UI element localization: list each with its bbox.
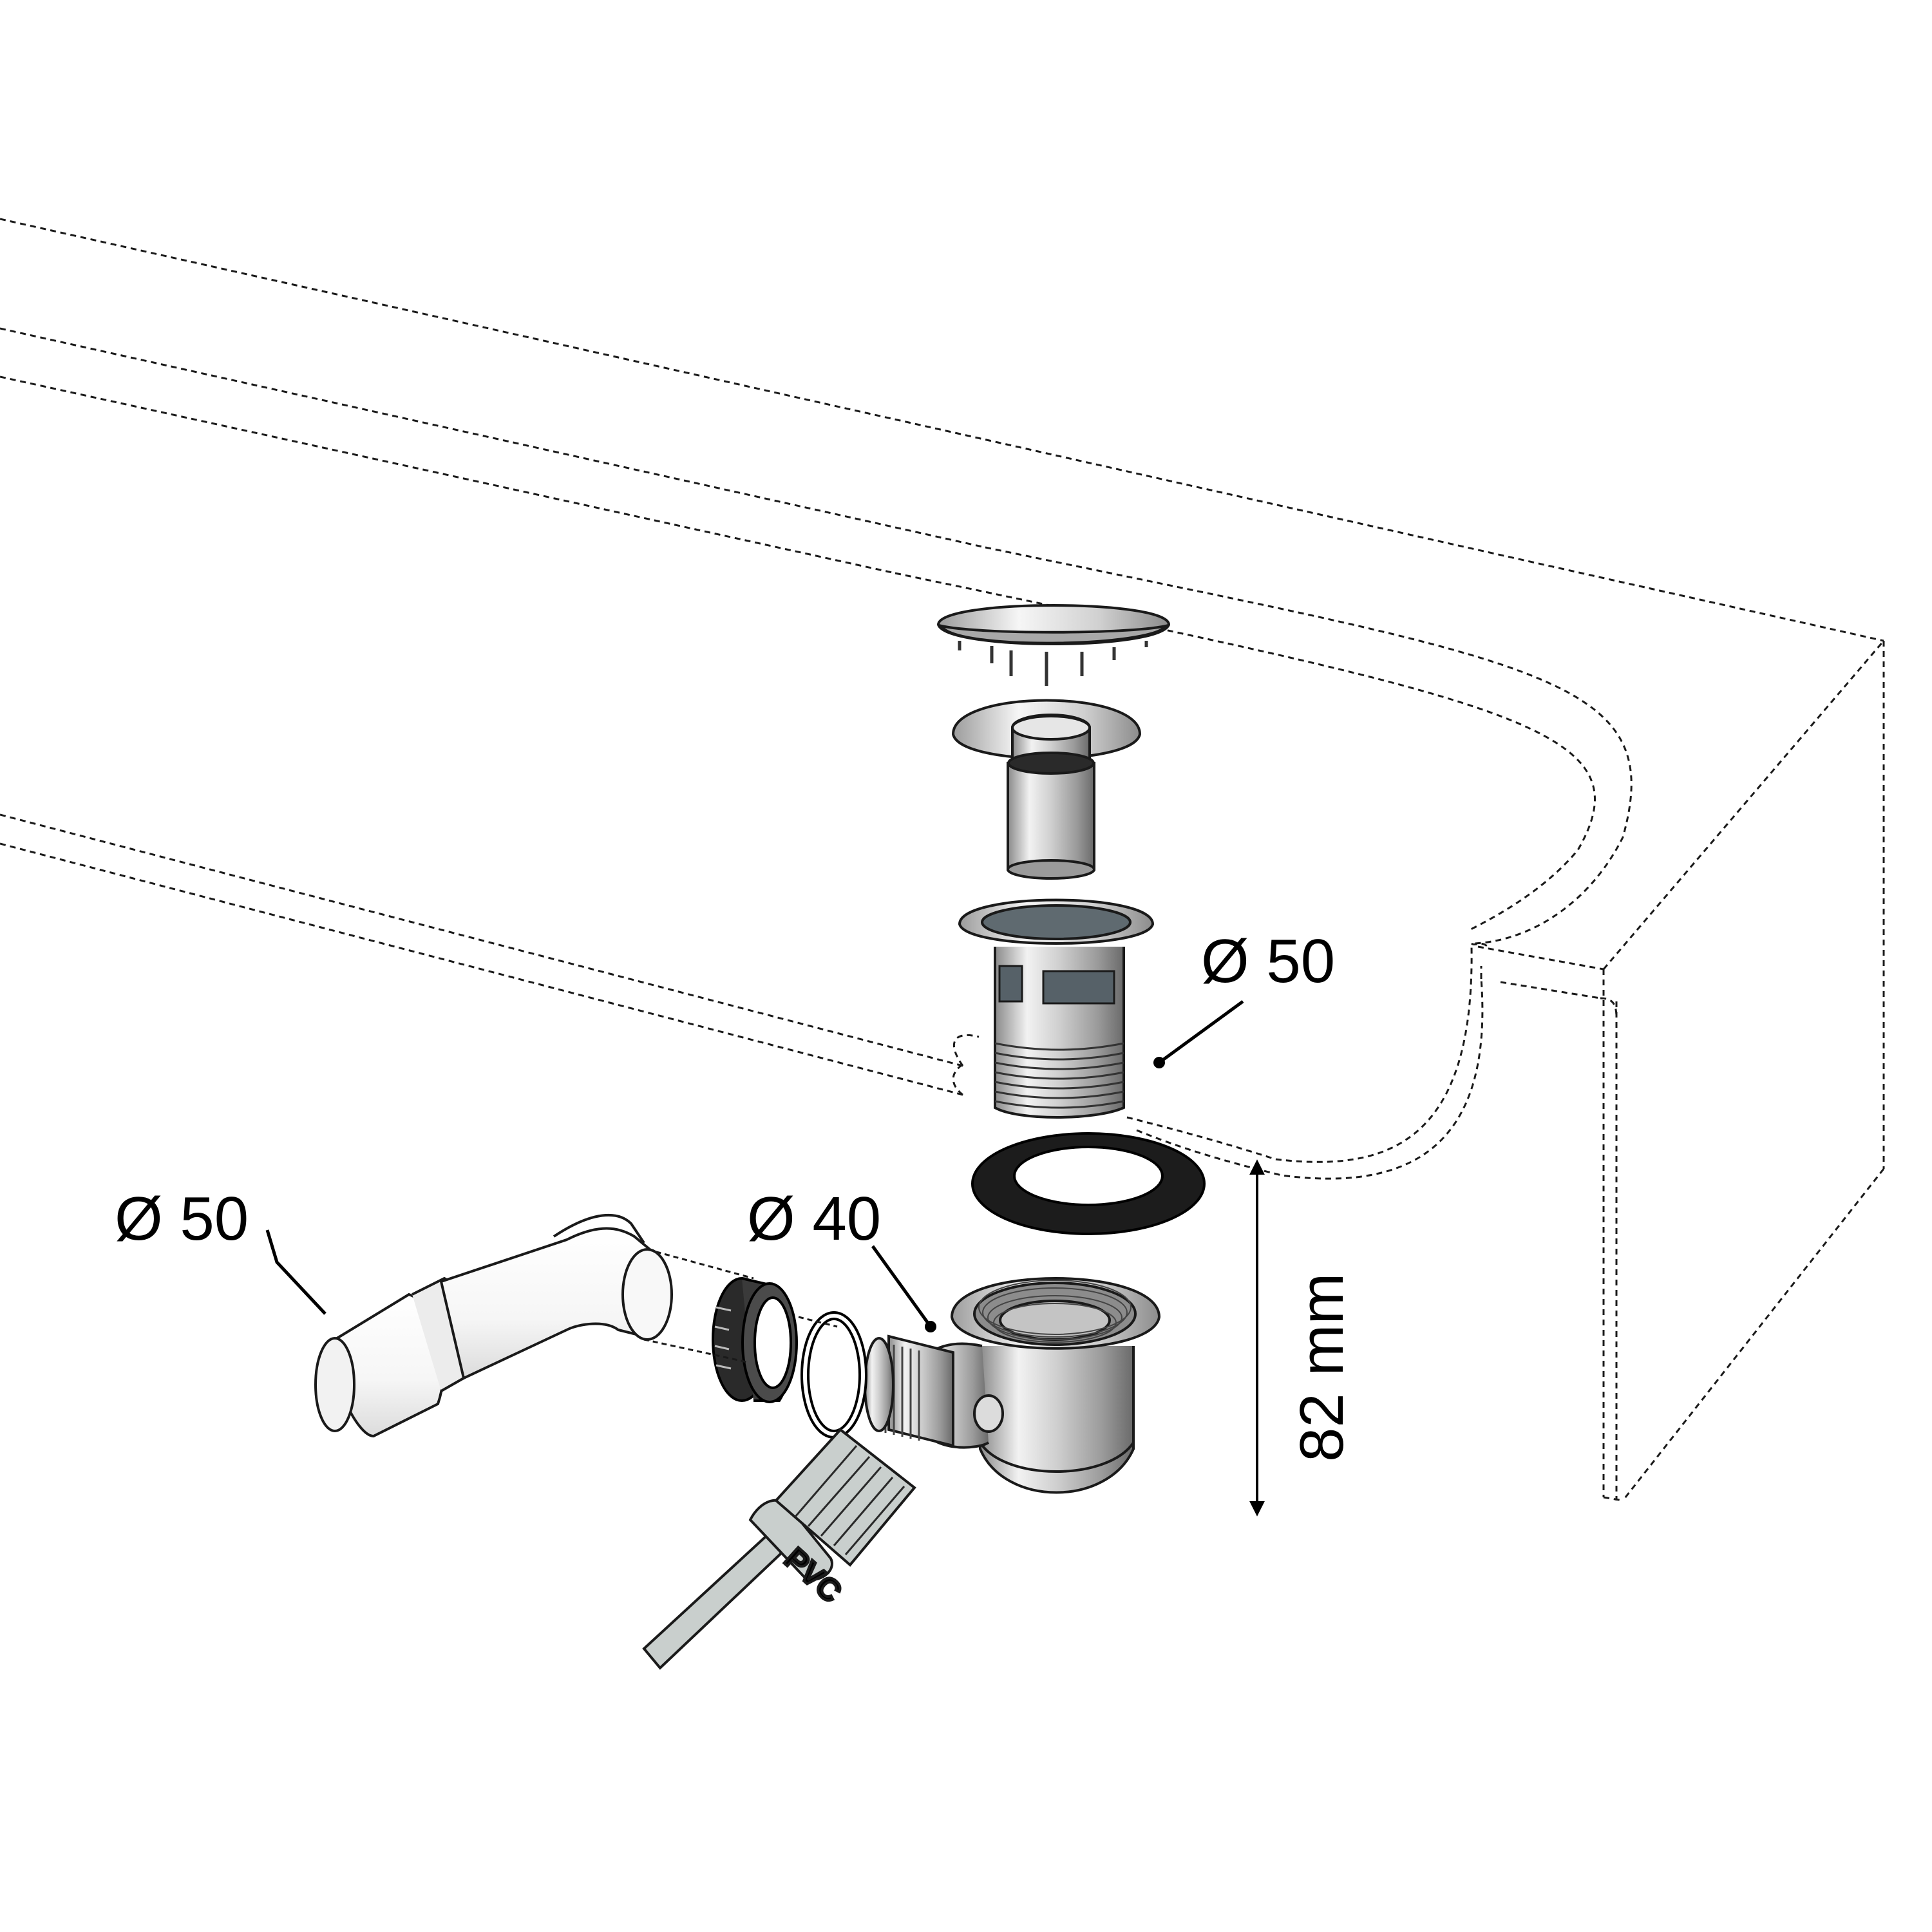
outlet-diameter-callout: Ø 50 — [1153, 927, 1335, 1068]
elbow-diameter-label: Ø 50 — [115, 1184, 249, 1253]
height-dimension: 82 mm — [1249, 1159, 1356, 1517]
glue-brush: PVC — [642, 1428, 916, 1670]
elbow-pipe — [314, 1213, 838, 1438]
union-nut — [712, 1277, 798, 1403]
strainer-insert — [951, 699, 1142, 880]
side-outlet-diameter-label: Ø 40 — [747, 1184, 881, 1253]
shower-tray-outline — [0, 218, 1885, 1502]
trap-body — [864, 1277, 1161, 1494]
o-ring — [800, 1311, 867, 1439]
drain-cover — [936, 604, 1171, 686]
rubber-gasket — [971, 1132, 1206, 1235]
outlet-diameter-label: Ø 50 — [1201, 927, 1335, 996]
elbow-diameter-callout: Ø 50 — [115, 1184, 327, 1315]
height-label: 82 mm — [1287, 1273, 1356, 1462]
drain-body-threaded — [958, 898, 1155, 1119]
side-outlet-diameter-callout: Ø 40 — [747, 1184, 936, 1332]
